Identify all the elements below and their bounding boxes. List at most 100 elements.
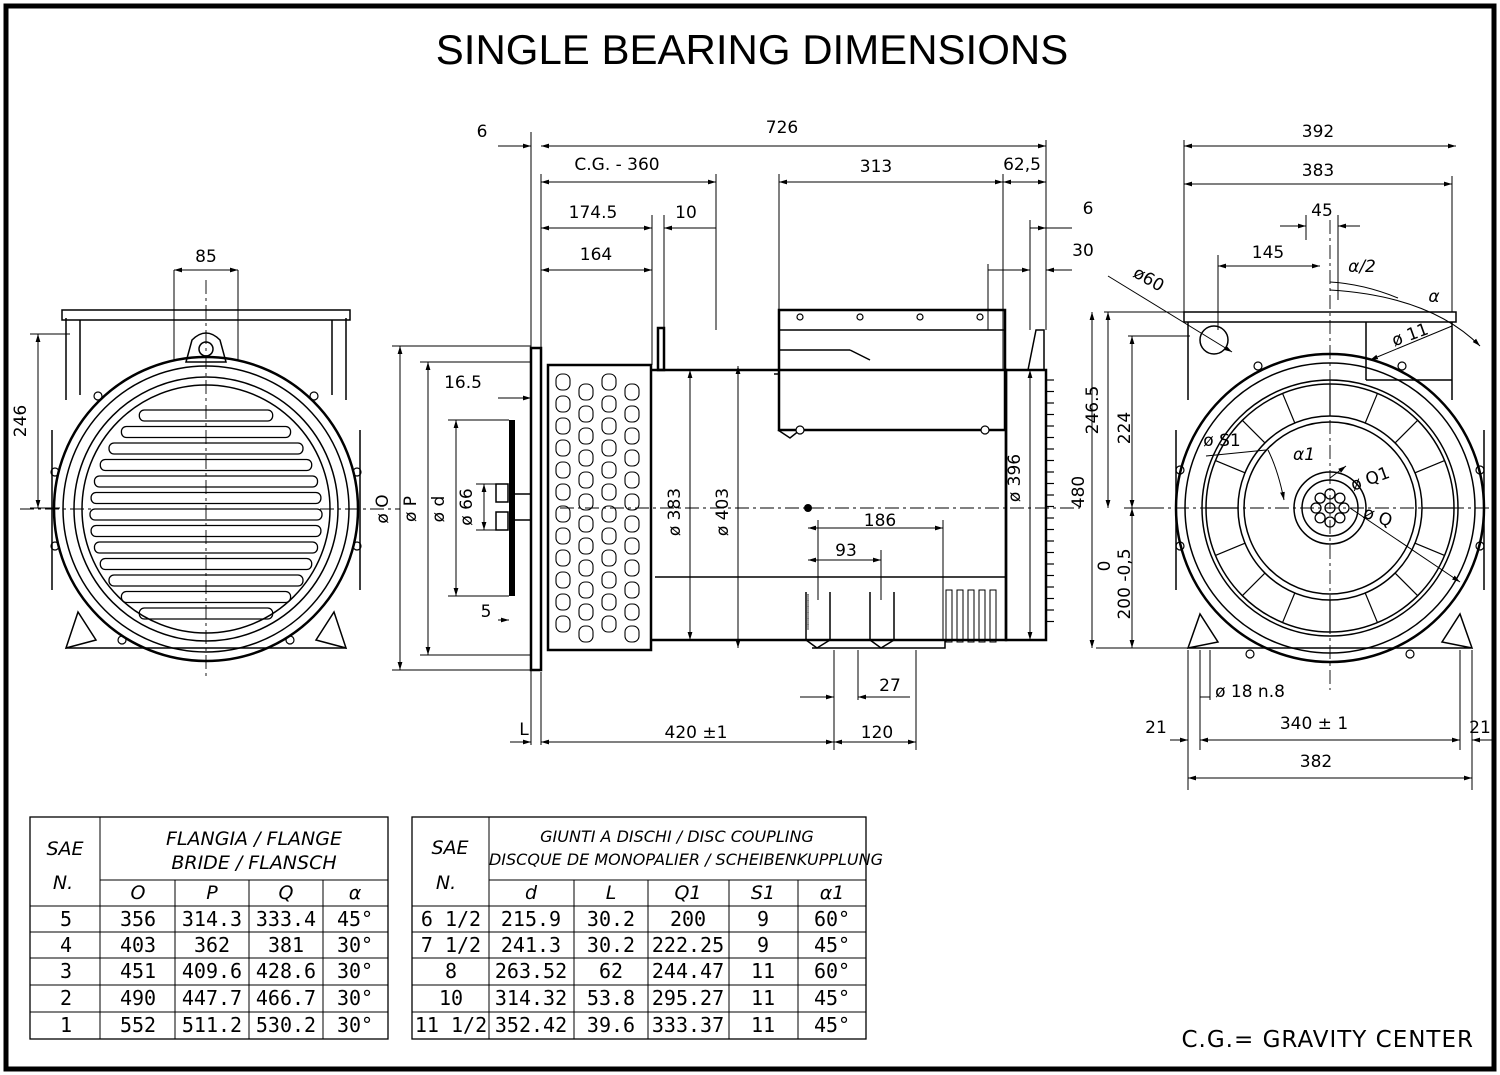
table-cell: 11 [751,1013,775,1037]
table-cell: 447.7 [182,986,242,1010]
flange-group-header-1: FLANGIA / FLANGE [166,828,342,850]
column-header: L [606,882,617,904]
coupling-n-header: N. [436,872,456,894]
dim-174-5: 174.5 [569,203,618,223]
dim-dia-11: ø 11 [1389,320,1431,352]
spoke [1241,572,1266,597]
table-cell: 409.6 [182,959,242,983]
fan-slot [578,603,594,621]
hub-hole [1314,512,1326,524]
front-view: 85 246 [11,247,400,680]
fan-slot [555,505,571,523]
table-cell: 530.2 [256,1013,316,1037]
table-cell: 215.9 [501,907,561,931]
table-cell: 6 1/2 [421,907,481,931]
dim-45: 45 [1311,201,1333,221]
table-cell: 39.6 [587,1013,635,1037]
fan-slot [578,515,594,533]
table-cell: 45° [337,907,373,931]
table-cell: 3 [60,959,72,983]
dim-120: 120 [861,723,893,743]
dim-holes: ø 18 n.8 [1215,682,1285,702]
fan-slot [601,549,617,567]
foot-fin [989,589,997,643]
side-view: 6 726 C.G. - 360 313 62,5 174.5 10 6 164… [373,118,1094,750]
dim-726: 726 [766,118,798,138]
table-cell: 8 [445,959,457,983]
fan-slot [624,625,640,643]
fan-slot [555,483,571,501]
table-cell: 11 [751,986,775,1010]
fan-slot [578,537,594,555]
flange-group-header-2: BRIDE / FLANSCH [171,852,336,874]
table-cell: 45° [814,1013,850,1037]
fan-slot [555,615,571,633]
table-cell: 356 [120,907,156,931]
table-cell: 552 [120,1013,156,1037]
fan-slot [578,449,594,467]
fan-slot [578,405,594,423]
table-cell: 314.3 [182,907,242,931]
dim-246-5: 246.5 [1083,386,1103,435]
fan-slot [555,549,571,567]
page-title: SINGLE BEARING DIMENSIONS [436,26,1068,73]
fan-slot [555,439,571,457]
table-cell: 45° [814,933,850,957]
dim-dia-66: ø 66 [457,488,477,525]
dim-164: 164 [580,245,612,265]
table-cell: 511.2 [182,1013,242,1037]
dim-dia-o: ø O [373,494,393,523]
dim-6: 6 [477,122,488,142]
fan-slot [555,593,571,611]
fan-slot [624,493,640,511]
fan-slot [578,559,594,577]
end-view: 392 383 45 145 α/2 α ø60 ø 11 ø S1 α1 ø … [1069,122,1500,790]
fan-slot [578,427,594,445]
dim-dia-60: ø60 [1130,263,1168,296]
table-cell: 241.3 [501,933,561,957]
table-cell: 428.6 [256,959,316,983]
table-cell: 490 [120,986,156,1010]
footer-note: C.G.= GRAVITY CENTER [1181,1027,1474,1053]
fan-slot [578,581,594,599]
dim-246: 246 [11,405,31,437]
coupling-table: SAE N. GIUNTI A DISCHI / DISC COUPLING D… [411,816,883,1040]
spoke [1281,393,1296,424]
column-header: P [206,882,218,904]
fan-slot [555,461,571,479]
dim-dia-q: ø Q [1361,503,1395,532]
dim-420: 420 ±1 [665,723,728,743]
fan-slot [624,515,640,533]
hub-hole [1334,512,1346,524]
dim-16-5: 16.5 [444,373,482,393]
dim-383: 383 [1302,161,1334,181]
spoke [1241,419,1266,444]
dim-alpha1: α1 [1293,445,1315,465]
table-cell: 30.2 [587,933,635,957]
table-cell: 53.8 [587,986,635,1010]
dim-186: 186 [864,511,896,531]
table-cell: 451 [120,959,156,983]
dim-224: 224 [1115,412,1135,444]
table-cell: 200 [670,907,706,931]
fan-slot [624,449,640,467]
table-cell: 466.7 [256,986,316,1010]
sheet-border [3,3,1497,1072]
table-cell: 62 [599,959,623,983]
flange-sae-header: SAE [46,838,83,860]
foot-fin [956,589,964,643]
flange-table: SAE N. FLANGIA / FLANGE BRIDE / FLANSCH … [29,816,389,1040]
dim-382: 382 [1300,752,1332,772]
fan-slot [601,615,617,633]
table-cell: 60° [814,907,850,931]
column-header: Q1 [674,882,701,904]
coupling-group-header-2: DISCQUE DE MONOPALIER / SCHEIBENKUPPLUNG [489,850,883,869]
table-cell: 5 [60,907,72,931]
table-cell: 9 [757,907,769,931]
